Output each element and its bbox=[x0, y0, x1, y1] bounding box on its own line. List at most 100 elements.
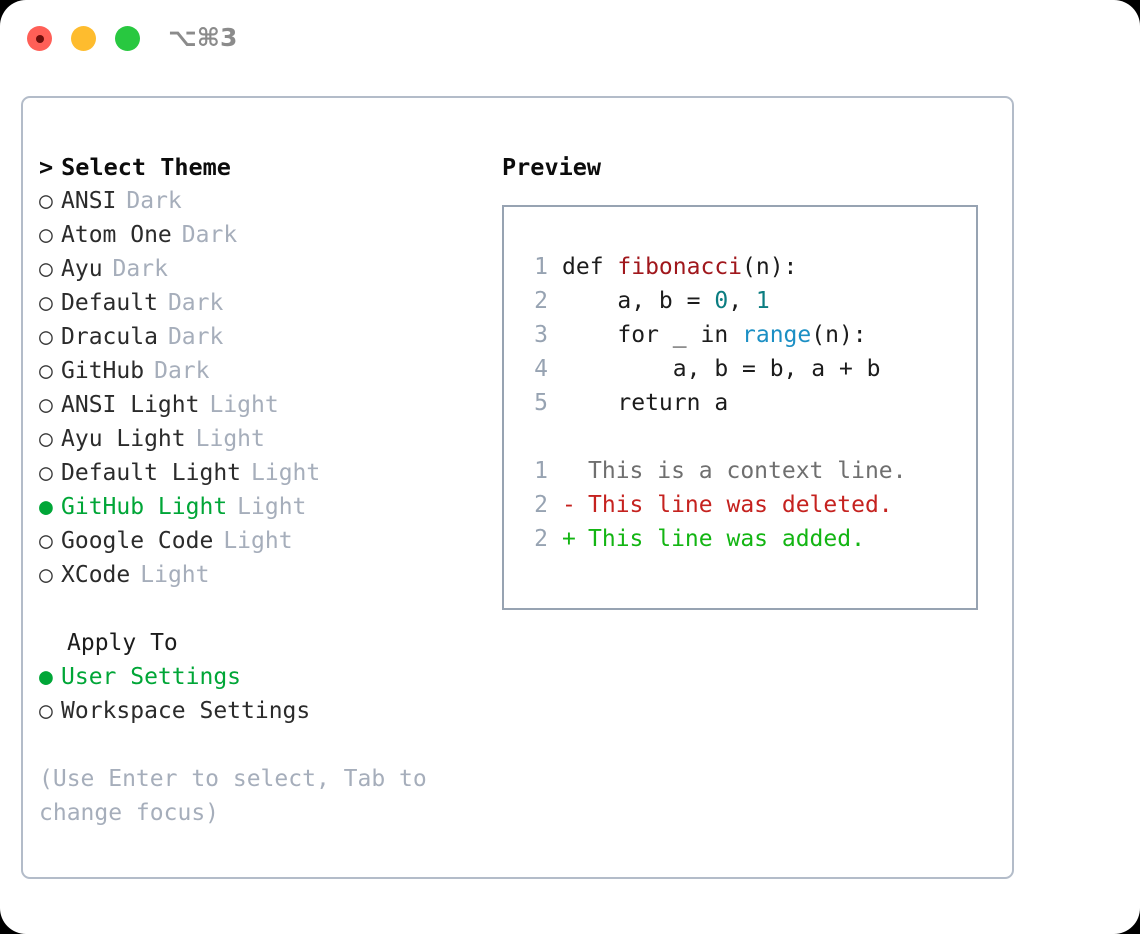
code-token: , bbox=[728, 288, 756, 314]
theme-name: ANSI Light bbox=[61, 392, 200, 418]
line-number: 2 bbox=[534, 288, 548, 314]
diff-content: +This line was added. bbox=[562, 526, 865, 552]
code-line: 1 def fibonacci(n): bbox=[520, 250, 970, 284]
theme-name: ANSI bbox=[61, 188, 117, 214]
diff-text: This line was added. bbox=[588, 526, 865, 552]
line-number: 2 bbox=[534, 526, 548, 552]
hint-spacer bbox=[39, 728, 489, 762]
line-number: 3 bbox=[534, 322, 548, 348]
diff-content: This is a context line. bbox=[562, 458, 907, 484]
radio-empty-icon: ○ bbox=[39, 290, 53, 316]
theme-kind: Dark bbox=[167, 324, 224, 350]
radio-empty-icon: ○ bbox=[39, 528, 53, 554]
diff-line-deleted: 2-This line was deleted. bbox=[520, 488, 970, 522]
radio-empty-icon: ○ bbox=[39, 188, 53, 214]
line-number: 2 bbox=[534, 492, 548, 518]
theme-list-item[interactable]: ○ ANSI Dark bbox=[39, 184, 489, 218]
radio-empty-icon: ○ bbox=[39, 460, 53, 486]
code-token-builtin: range bbox=[742, 322, 812, 348]
preview-title: Preview bbox=[502, 153, 602, 181]
apply-to-option-workspace-settings[interactable]: ○ Workspace Settings bbox=[39, 694, 489, 728]
apply-to-label: Workspace Settings bbox=[61, 698, 311, 724]
diff-text: This is a context line. bbox=[588, 458, 907, 484]
theme-picker-header: >Select Theme bbox=[39, 150, 489, 184]
theme-kind: Light bbox=[237, 494, 307, 520]
theme-list-item[interactable]: ○ GitHub Dark bbox=[39, 354, 489, 388]
diff-text: This line was deleted. bbox=[588, 492, 893, 518]
code-token: return a bbox=[562, 390, 729, 416]
close-button[interactable] bbox=[27, 26, 52, 51]
line-number: 1 bbox=[534, 254, 548, 280]
diff-line-added: 2 +This line was added. bbox=[520, 522, 970, 556]
radio-empty-icon: ○ bbox=[39, 392, 53, 418]
keyboard-shortcut-label: ⌥⌘3 bbox=[168, 23, 238, 52]
theme-list-item[interactable]: ○ ANSI Light Light bbox=[39, 388, 489, 422]
title-bar: ⌥⌘3 bbox=[0, 0, 1140, 78]
line-number: 1 bbox=[534, 458, 548, 484]
theme-kind: Light bbox=[209, 392, 279, 418]
radio-empty-icon: ○ bbox=[39, 358, 53, 384]
diff-spacer bbox=[520, 420, 970, 454]
code-line: 2 a, b = 0, 1 bbox=[520, 284, 970, 318]
theme-kind: Dark bbox=[154, 358, 210, 384]
diff-line-context: 1 This is a context line. bbox=[520, 454, 970, 488]
code-token: a, b = b, a + b bbox=[562, 356, 881, 382]
code-line: 5 return a bbox=[520, 386, 970, 420]
code-content: a, b = b, a + b bbox=[562, 356, 881, 382]
radio-selected-icon: ● bbox=[39, 664, 53, 690]
theme-name: GitHub Light bbox=[61, 494, 228, 520]
theme-list-item[interactable]: ○ Ayu Light Light bbox=[39, 422, 489, 456]
theme-kind: Light bbox=[140, 562, 210, 588]
theme-list-item[interactable]: ○ Atom One Dark bbox=[39, 218, 489, 252]
code-line: 3 for _ in range(n): bbox=[520, 318, 970, 352]
list-spacer bbox=[39, 592, 489, 626]
line-number: 4 bbox=[534, 356, 548, 382]
theme-kind: Dark bbox=[167, 290, 224, 316]
theme-kind: Dark bbox=[181, 222, 238, 248]
code-token: def bbox=[562, 254, 618, 280]
radio-empty-icon: ○ bbox=[39, 256, 53, 282]
diff-content: -This line was deleted. bbox=[562, 492, 893, 518]
diff-marker: - bbox=[562, 492, 576, 518]
theme-list-item[interactable]: ○ Google Code Light bbox=[39, 524, 489, 558]
zoom-button[interactable] bbox=[115, 26, 140, 51]
minimize-button[interactable] bbox=[71, 26, 96, 51]
code-token-number: 1 bbox=[755, 288, 770, 314]
theme-name: Google Code bbox=[61, 528, 214, 554]
apply-to-title: Apply To bbox=[67, 630, 178, 656]
code-content: a, b = 0, 1 bbox=[562, 288, 770, 314]
theme-kind: Dark bbox=[112, 256, 168, 282]
theme-name: GitHub bbox=[61, 358, 145, 384]
theme-kind: Dark bbox=[126, 188, 182, 214]
apply-to-option-user-settings[interactable]: ● User Settings bbox=[39, 660, 489, 694]
caret-icon: > bbox=[39, 153, 54, 181]
radio-empty-icon: ○ bbox=[39, 698, 53, 724]
code-content: for _ in range(n): bbox=[562, 322, 867, 348]
radio-empty-icon: ○ bbox=[39, 426, 53, 452]
theme-name: Default Light bbox=[61, 460, 242, 486]
code-content: def fibonacci(n): bbox=[562, 254, 797, 280]
code-token-function: fibonacci bbox=[617, 254, 743, 280]
code-token: (n): bbox=[742, 254, 798, 280]
line-number: 5 bbox=[534, 390, 548, 416]
theme-name: Atom One bbox=[61, 222, 172, 248]
theme-kind: Light bbox=[195, 426, 265, 452]
theme-kind: Light bbox=[223, 528, 293, 554]
apply-to-label: User Settings bbox=[61, 664, 242, 690]
code-content: return a bbox=[562, 390, 728, 416]
radio-empty-icon: ○ bbox=[39, 222, 53, 248]
keyboard-hint: (Use Enter to select, Tab to change focu… bbox=[39, 766, 427, 826]
code-token: (n): bbox=[811, 322, 867, 348]
theme-name: Ayu Light bbox=[61, 426, 186, 452]
